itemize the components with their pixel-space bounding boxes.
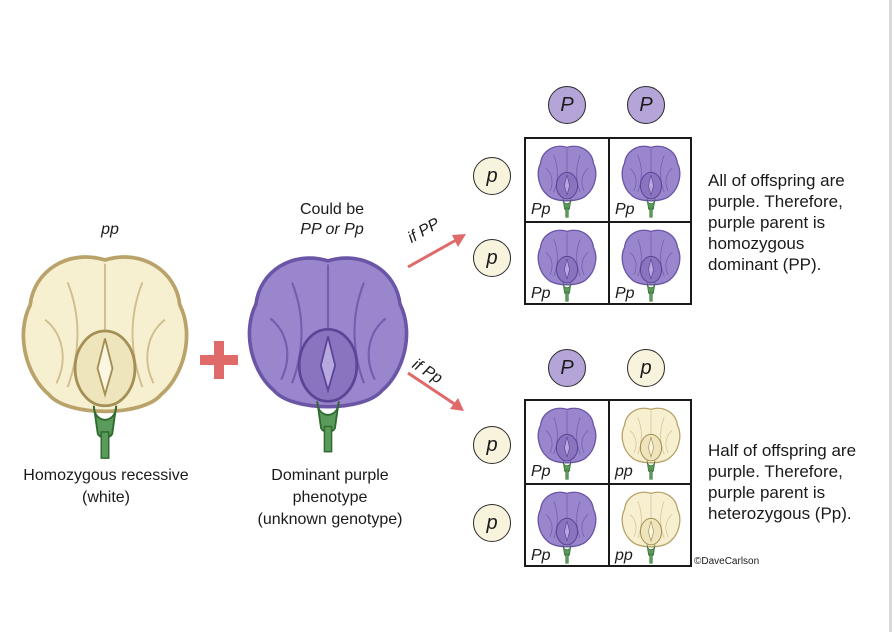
cross2-result-line3: purple parent is xyxy=(708,483,826,502)
cross-plus-symbol xyxy=(200,341,238,379)
cross2-side-allele-1: p xyxy=(473,426,511,464)
cross1-side-allele-1: p xyxy=(473,157,511,195)
cross1-cell-1-genotype: Pp xyxy=(531,201,551,218)
cross1-top-allele-1: P xyxy=(548,86,586,124)
cross1-side-allele-2: p xyxy=(473,239,511,277)
white-parent-flower-icon xyxy=(21,255,189,460)
arrow-if-Pp xyxy=(407,371,464,411)
arrow-if-PP xyxy=(407,234,466,269)
cross2-cell-1: Pp xyxy=(526,401,612,483)
cross1-punnett-square: Pp Pp Pp Pp xyxy=(524,137,692,305)
purple-parent-genotype-line2: PP or Pp xyxy=(300,221,364,238)
cross1-cell-1: Pp xyxy=(526,139,612,221)
cross2-cell-4-genotype: pp xyxy=(615,547,633,564)
cross1-cell-3-genotype: Pp xyxy=(531,285,551,302)
cross1-result-line1: All of offspring are xyxy=(708,171,845,190)
cross1-top-allele-2: P xyxy=(627,86,665,124)
cross1-result-line4: homozygous xyxy=(708,234,805,253)
white-parent-genotype: pp xyxy=(101,221,119,238)
cross1-cell-2: Pp xyxy=(610,139,696,221)
white-parent-label-line2: (white) xyxy=(81,489,130,506)
cross1-cell-4-genotype: Pp xyxy=(615,285,635,302)
cross2-result-line4: heterozygous (Pp). xyxy=(708,504,852,523)
cross2-result-line1: Half of offspring are xyxy=(708,441,857,460)
cross1-cell-4: Pp xyxy=(610,223,696,305)
cross1-result-text: All of offspring are purple. Therefore, … xyxy=(708,170,845,275)
cross2-result-text: Half of offspring are purple. Therefore,… xyxy=(708,440,856,524)
purple-parent-label-line3: (unknown genotype) xyxy=(257,511,403,528)
cross2-cell-3: Pp xyxy=(526,485,612,567)
purple-parent-label-line2: phenotype xyxy=(292,489,368,506)
cross2-punnett-square: Pp pp Pp pp xyxy=(524,399,692,567)
cross2-cell-3-genotype: Pp xyxy=(531,547,551,564)
cross1-result-line5: dominant (PP). xyxy=(708,255,822,274)
cross2-top-allele-1: P xyxy=(548,349,586,387)
purple-parent-flower-icon xyxy=(247,256,409,454)
purple-parent-genotype-line1: Could be xyxy=(299,201,365,218)
cross2-cell-4: pp xyxy=(610,485,696,567)
cross1-result-line2: purple. Therefore, xyxy=(708,192,843,211)
cross2-cell-2: pp xyxy=(610,401,696,483)
cross2-top-allele-2: p xyxy=(627,349,665,387)
purple-parent-label-line1: Dominant purple xyxy=(271,467,389,484)
cross2-cell-2-genotype: pp xyxy=(615,463,633,480)
credit-text: ©DaveCarlson xyxy=(694,556,760,567)
white-parent-label-line1: Homozygous recessive xyxy=(23,467,189,484)
cross2-cell-1-genotype: Pp xyxy=(531,463,551,480)
cross1-cell-3: Pp xyxy=(526,223,612,305)
cross2-result-line2: purple. Therefore, xyxy=(708,462,843,481)
cross1-cell-2-genotype: Pp xyxy=(615,201,635,218)
cross2-side-allele-2: p xyxy=(473,504,511,542)
cross1-result-line3: purple parent is xyxy=(708,213,826,232)
page-right-edge xyxy=(889,0,892,632)
